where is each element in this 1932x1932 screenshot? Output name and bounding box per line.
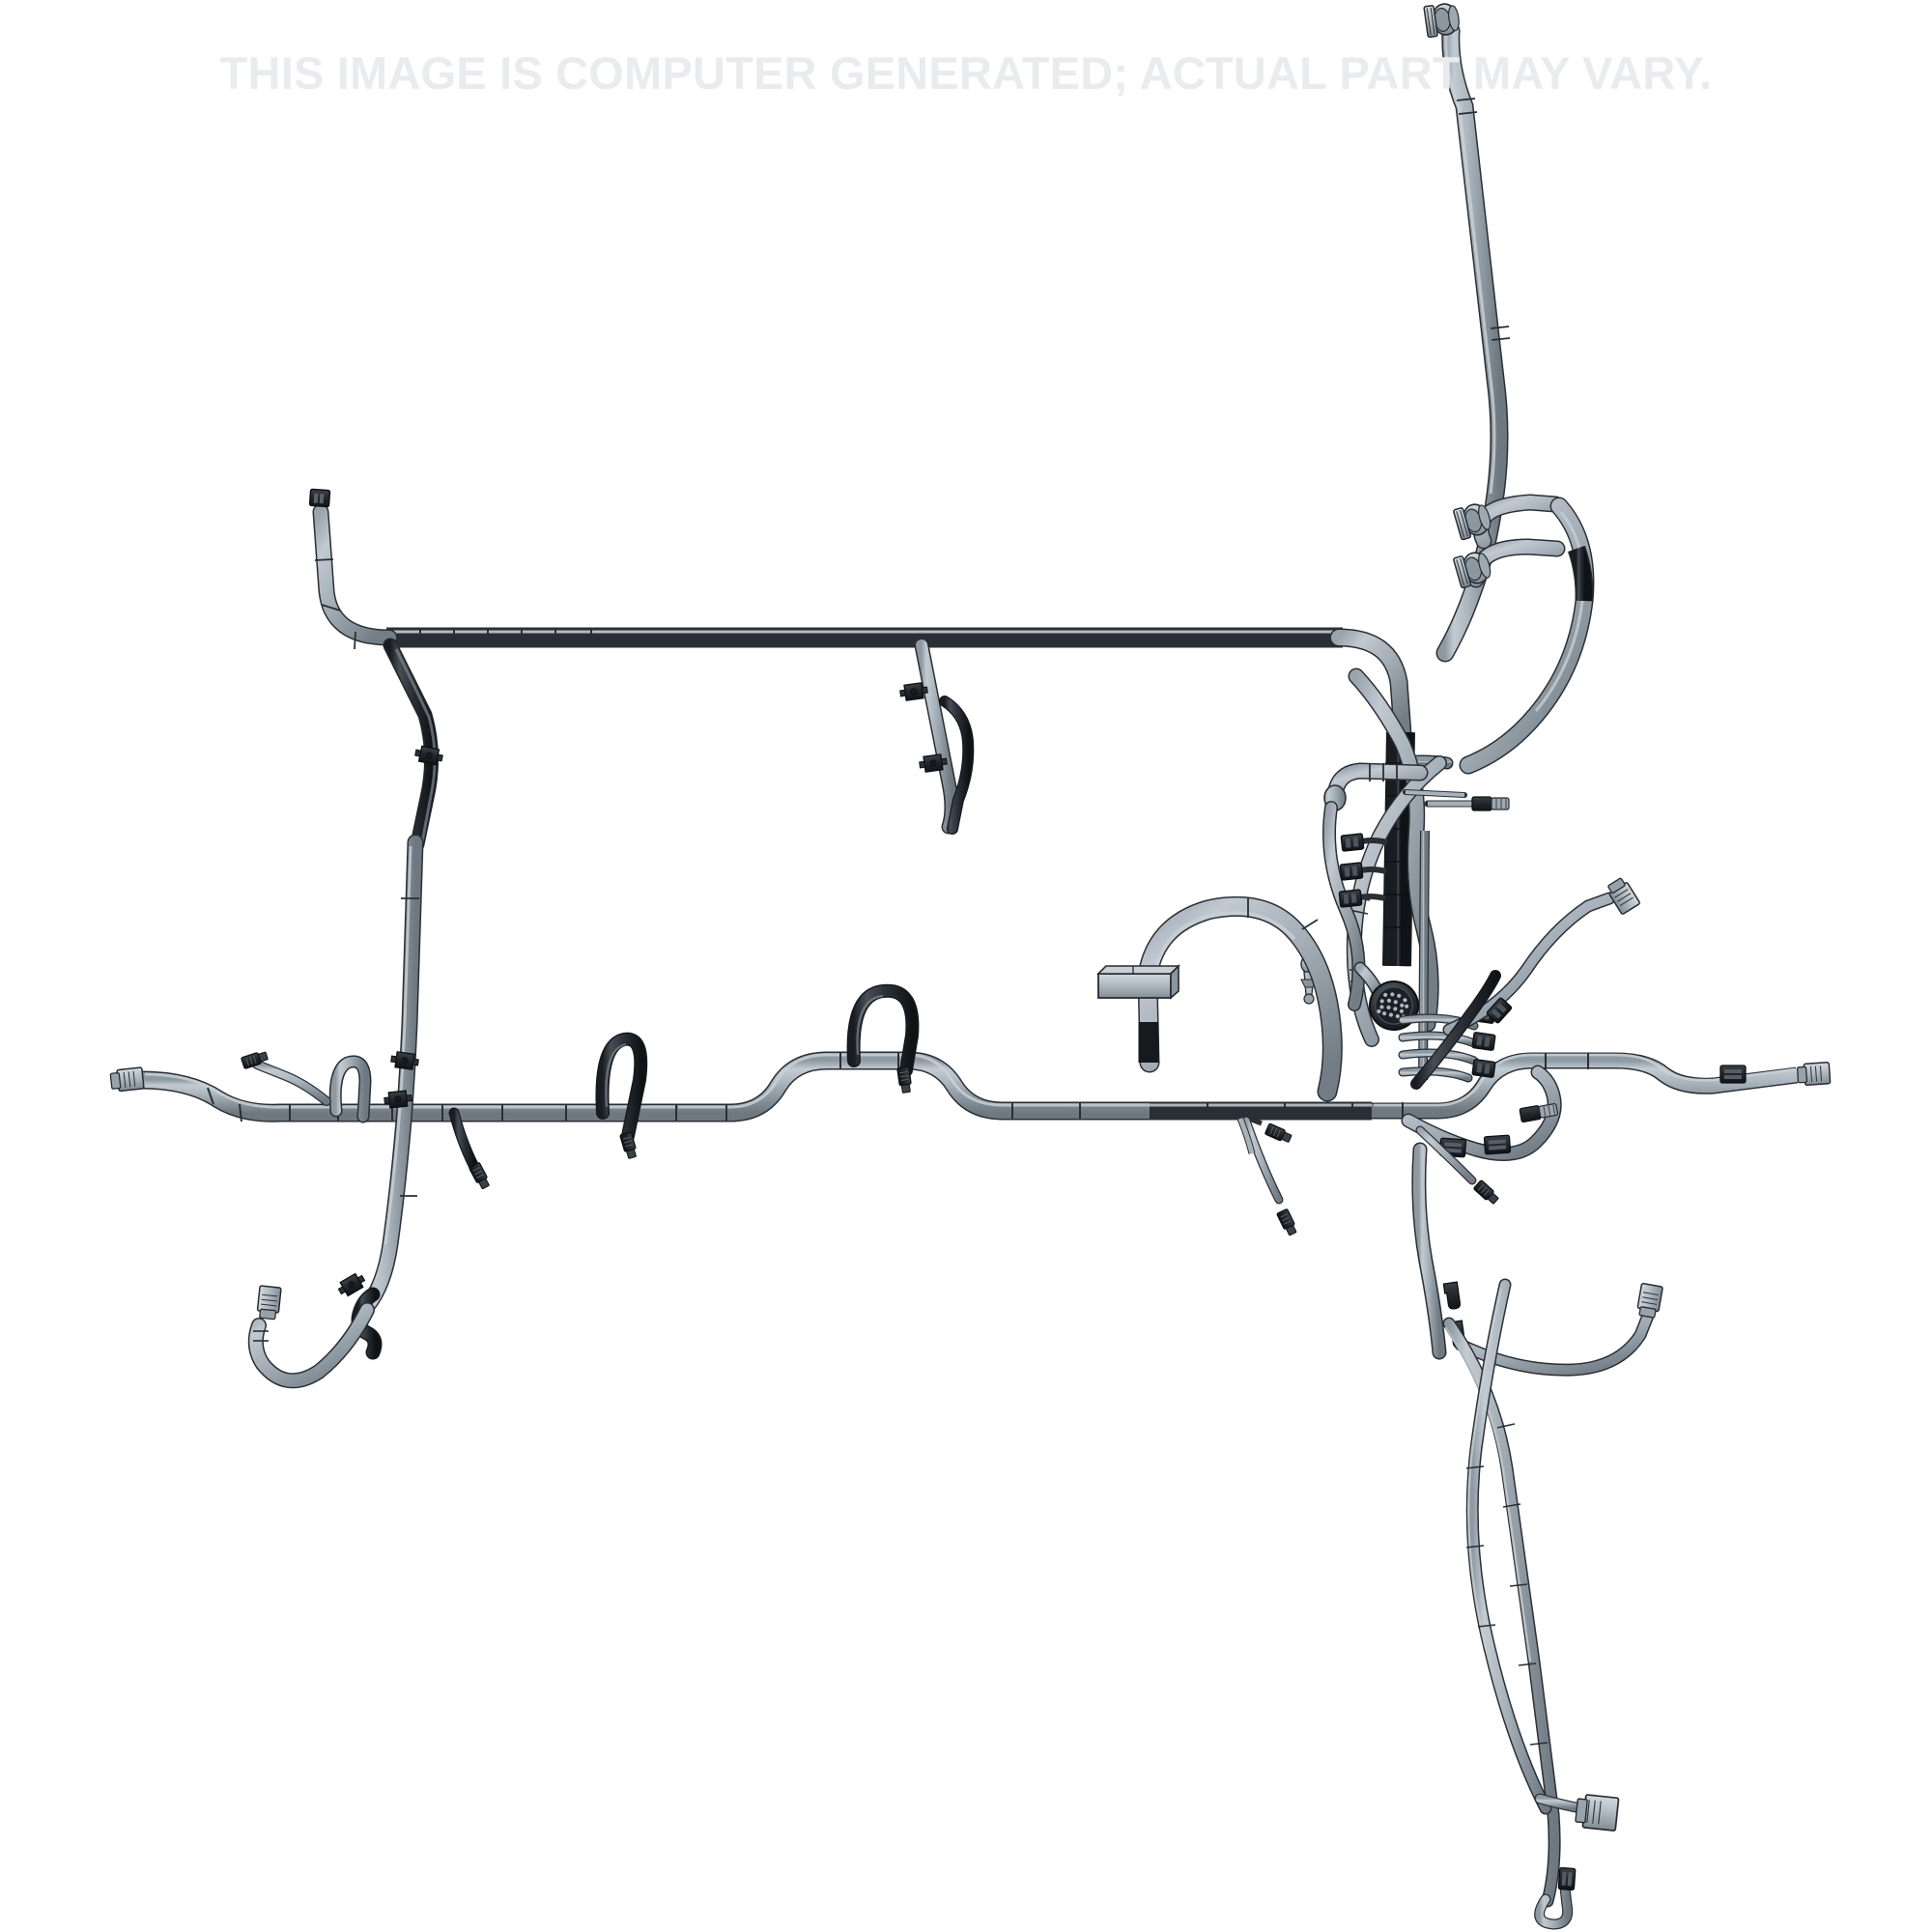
region-trunk-breakouts [240,638,1299,1237]
connector-fanout-3[interactable] [1338,889,1363,908]
clip-lower-left-a[interactable] [1442,1281,1462,1311]
region-left-drop [247,488,445,1389]
clip-right-mid-saddle[interactable] [1719,1065,1747,1084]
terminal-left-loop[interactable] [619,1131,639,1160]
terminal-center-drop[interactable] [1276,1208,1299,1237]
clip-upper-trunk[interactable] [412,744,445,767]
connector-fanout-2[interactable] [1339,862,1364,881]
clip-lower-saddle[interactable] [1483,1134,1512,1155]
region-misc-clips [383,1089,1256,1154]
region-lower-right-loops [1411,1142,1664,1930]
terminal-center-small[interactable] [1264,1122,1293,1145]
right-riser-bands [1456,98,1511,341]
region-grommet-arch [1096,895,1343,1102]
connector-left-trunk-end[interactable] [109,1066,145,1094]
region-right-riser [1394,1,1595,811]
region-right-fan [1398,875,1641,1207]
arch-bands [1247,898,1319,930]
region-central-junction [1300,668,1467,1081]
connector-far-right-end[interactable] [1796,1061,1832,1087]
connector-right-inline[interactable] [1471,796,1510,811]
region-upper-trunk [312,503,1412,852]
connector-bottom-right-end[interactable] [1575,1794,1620,1832]
long-droop-a [1442,1317,1561,1908]
connector-fan-b[interactable] [1471,1031,1496,1052]
connector-bottom-hook[interactable] [1557,1866,1577,1891]
main-trunk-bands [207,1052,1589,1122]
upper-trunk-bands [419,629,592,647]
connector-top-left-branch[interactable] [308,488,331,508]
grommet-bracket-box[interactable] [1096,964,1180,1000]
connector-lower-right-branch[interactable] [1635,1282,1664,1320]
connector-lower-left-drop[interactable] [255,1285,282,1321]
connector-fanout-1[interactable] [1340,833,1365,852]
region-main-trunk [109,1051,1832,1122]
terminal-left-branch[interactable] [468,1161,492,1191]
connector-fan-c[interactable] [1471,1058,1496,1079]
terminal-right-drop[interactable] [1472,1179,1501,1207]
connector-upper-right-hook[interactable] [1605,875,1641,916]
